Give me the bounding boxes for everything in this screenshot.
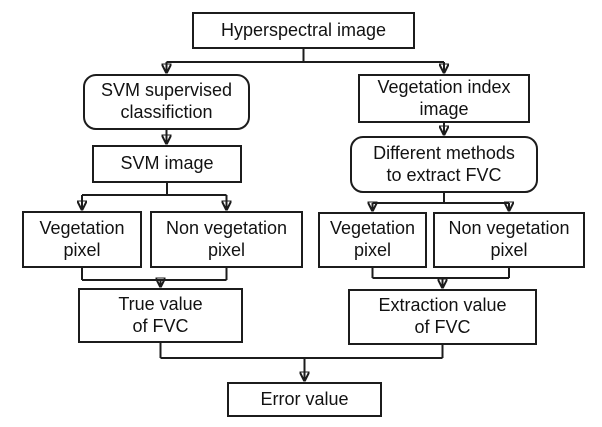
edge-top-split (166, 49, 444, 63)
node-vegetation-index-image: Vegetation index image (358, 74, 530, 123)
edge-right-merge (371, 268, 510, 279)
edge-left-split (82, 183, 227, 196)
node-hyperspectral-image: Hyperspectral image (192, 12, 415, 49)
node-non-vegetation-pixel-left: Non vegetation pixel (150, 211, 303, 268)
node-vegetation-pixel-left: Vegetation pixel (22, 211, 142, 268)
node-svm-supervised-classifiction: SVM supervised classifiction (83, 74, 250, 130)
node-different-methods-to-extract-fvc: Different methods to extract FVC (350, 136, 538, 193)
edge-left-merge (81, 268, 228, 281)
edge-right-split (372, 193, 509, 204)
node-vegetation-pixel-right: Vegetation pixel (318, 212, 427, 268)
node-extraction-value-of-fvc: Extraction value of FVC (348, 289, 537, 345)
node-non-vegetation-pixel-right: Non vegetation pixel (433, 212, 585, 268)
node-svm-image: SVM image (92, 145, 242, 183)
node-error-value: Error value (227, 382, 382, 417)
edge-bottom-merge (159, 343, 444, 359)
node-true-value-of-fvc: True value of FVC (78, 288, 243, 343)
